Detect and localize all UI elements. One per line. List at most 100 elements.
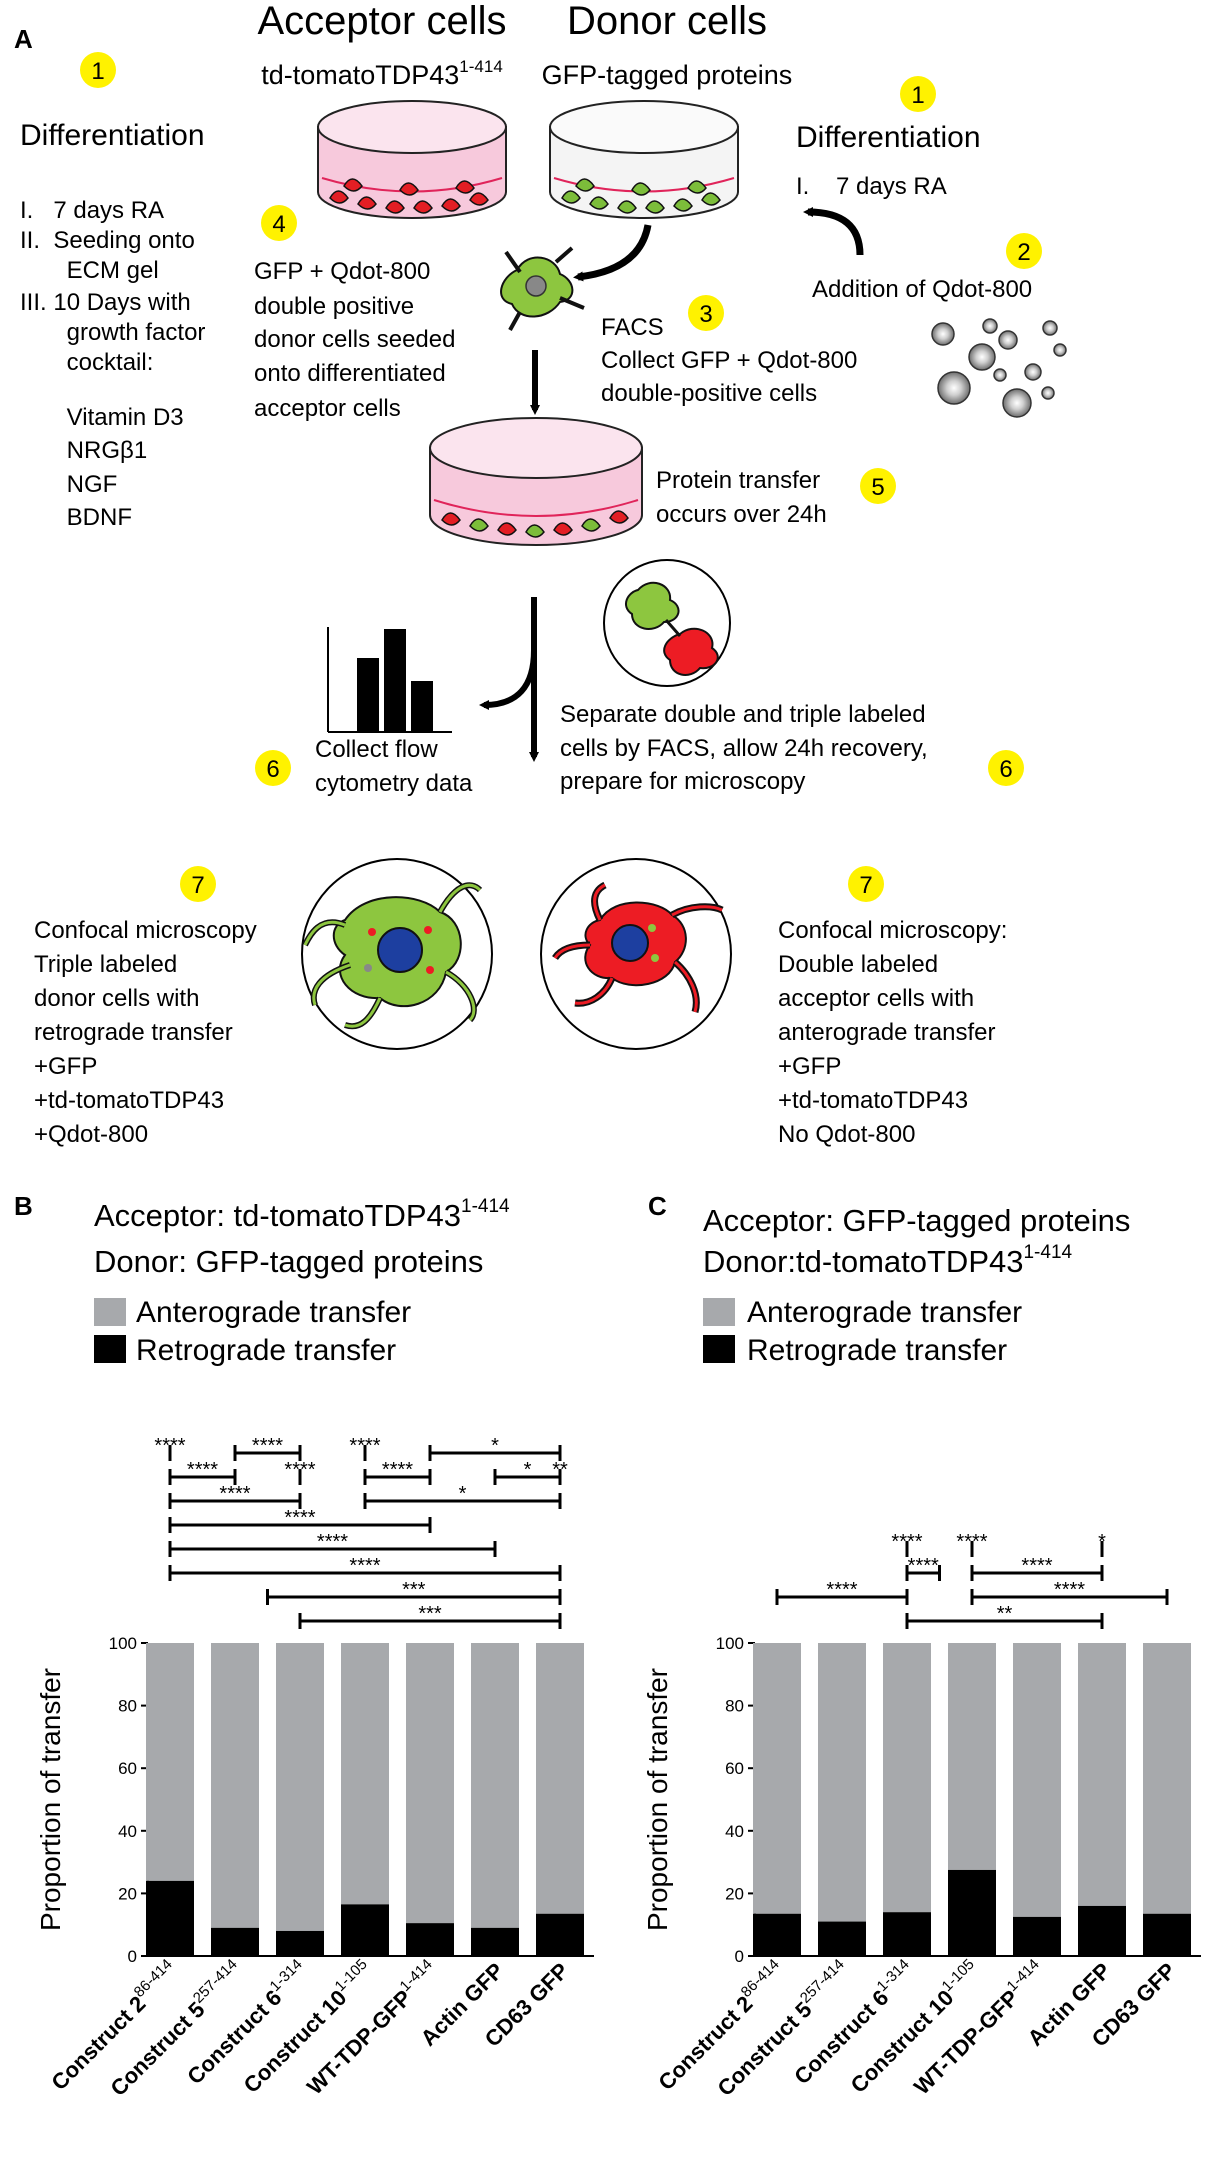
y-tick-label: 40 [118, 1822, 137, 1841]
step5-line: occurs over 24h [656, 501, 827, 528]
panel-b-legend-retrograde-swatch [94, 1335, 126, 1363]
donor-cells-header: Donor cells [567, 0, 767, 43]
significance-label: **** [154, 1435, 185, 1457]
badge-2-label: 2 [1017, 239, 1030, 266]
badge-6-right [988, 750, 1024, 786]
left-step: growth factor [20, 319, 205, 346]
y-tick-label: 60 [725, 1759, 744, 1778]
left-diff-title: Differentiation [20, 119, 205, 152]
step3-line: FACS [601, 314, 664, 341]
step7-right-line: Double labeled [778, 951, 938, 978]
bar-retrograde [341, 1904, 389, 1956]
bar-anterograde [1013, 1643, 1061, 1917]
badge-6-left-label: 6 [266, 756, 279, 783]
bar-anterograde [406, 1643, 454, 1924]
significance-label: **** [284, 1459, 315, 1481]
bar-retrograde [1143, 1913, 1191, 1956]
step4-line: acceptor cells [254, 395, 401, 422]
y-tick-label: 100 [109, 1634, 137, 1653]
badge-5-label: 5 [871, 474, 884, 501]
right-diff-title: Differentiation [796, 121, 981, 154]
step-2: 2 Addition of Qdot-800 [812, 233, 1067, 418]
significance-label: **** [908, 1555, 939, 1577]
badge-1-right-label: 1 [911, 82, 924, 109]
badge-1-left-label: 1 [91, 58, 104, 85]
right-step: I. 7 days RA [796, 173, 947, 200]
bar-retrograde [536, 1913, 584, 1956]
acceptor-cells-header: Acceptor cells [258, 0, 507, 43]
step7-right-line: Confocal microscopy: [778, 917, 1007, 944]
y-tick-label: 60 [118, 1759, 137, 1778]
y-axis-label: Proportion of transfer [35, 1668, 66, 1931]
significance-label: **** [219, 1483, 250, 1505]
step-3: 3 FACS Collect GFP + Qdot-800 double-pos… [601, 295, 857, 407]
donor-green-cells [561, 178, 721, 214]
step4-line: donor cells seeded [254, 326, 455, 353]
acceptor-red-cells [329, 178, 489, 214]
bar-anterograde [146, 1643, 194, 1881]
coculture-cells [441, 510, 629, 538]
badge-6-right-label: 6 [999, 756, 1012, 783]
bar-retrograde [276, 1930, 324, 1956]
step-6-right: Separate double and triple labeled cells… [560, 701, 1024, 795]
step6-right-line: Separate double and triple labeled [560, 701, 926, 728]
badge-5 [860, 468, 896, 504]
badge-3 [688, 295, 724, 331]
step6-right-line: prepare for microscopy [560, 768, 805, 795]
step7-left-line: retrograde transfer [34, 1019, 233, 1046]
step7-right-line: +GFP [778, 1053, 841, 1080]
left-step: III. 10 Days with [20, 289, 191, 316]
step5-line: Protein transfer [656, 467, 820, 494]
facs-donor-cell [500, 224, 652, 331]
panel-c-title-line1: Acceptor: GFP-tagged proteins [703, 1203, 1130, 1238]
panel-c-title-sup: 1-414 [1023, 1242, 1072, 1263]
bar-anterograde [536, 1643, 584, 1914]
panel-b-legend-anterograde-swatch [94, 1298, 126, 1326]
panel-a-label: A [14, 24, 33, 54]
panel-b-title-line2: Donor: GFP-tagged proteins [94, 1244, 483, 1279]
donor-construct: GFP-tagged proteins [542, 60, 793, 90]
left-step: BDNF [20, 504, 132, 531]
acceptor-dish [317, 100, 507, 219]
badge-3-label: 3 [699, 301, 712, 328]
panel-c: C Acceptor: GFP-tagged proteins Donor:td… [642, 1191, 1201, 2101]
significance-label: **** [284, 1507, 315, 1529]
panel-b-legend-retrograde: Retrograde transfer [136, 1334, 396, 1367]
bar-anterograde [276, 1643, 324, 1931]
significance-label: * [1098, 1531, 1106, 1553]
panel-c-label: C [648, 1191, 667, 1221]
right-differentiation: 1 Differentiation I. 7 days RA [796, 76, 981, 256]
step7-left-line: Triple labeled [34, 951, 177, 978]
significance-label: **** [349, 1555, 380, 1577]
panel-b-title-sup: 1-414 [461, 1196, 510, 1217]
step4-line: onto differentiated [254, 360, 446, 387]
bar-anterograde [753, 1643, 801, 1914]
badge-4-label: 4 [272, 211, 285, 238]
left-step: II. Seeding onto [20, 227, 195, 254]
left-step: I. 7 days RA [20, 197, 164, 224]
y-tick-label: 0 [735, 1947, 744, 1966]
significance-label: *** [418, 1603, 442, 1625]
significance-label: **** [826, 1579, 857, 1601]
y-tick-label: 80 [725, 1697, 744, 1716]
significance-label: **** [187, 1459, 218, 1481]
badge-1-right [900, 76, 936, 112]
significance-label: * [459, 1483, 467, 1505]
y-tick-label: 40 [725, 1822, 744, 1841]
donor-dish [549, 100, 739, 219]
qdot-particles [931, 318, 1067, 418]
bar-retrograde [146, 1880, 194, 1956]
coculture-dish [429, 417, 643, 546]
bar-retrograde [211, 1927, 259, 1956]
badge-7-right-label: 7 [859, 872, 872, 899]
significance-label: * [491, 1435, 499, 1457]
double-labeled-acceptor-cell [552, 881, 724, 1013]
significance-label: **** [1021, 1555, 1052, 1577]
bar-retrograde [471, 1927, 519, 1956]
step7-right-text: Confocal microscopy: Double labeled acce… [778, 917, 1007, 1148]
significance-label: **** [252, 1435, 283, 1457]
bar-anterograde [1143, 1643, 1191, 1914]
significance-label: **** [956, 1531, 987, 1553]
